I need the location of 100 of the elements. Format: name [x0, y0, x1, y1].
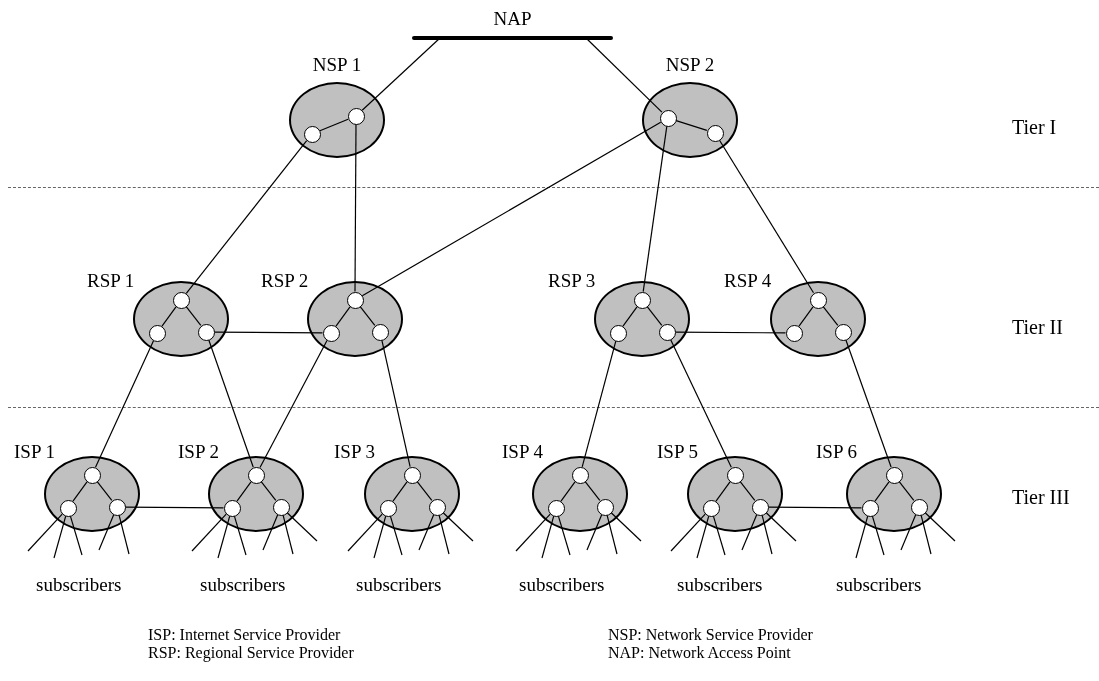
link-line — [124, 506, 225, 509]
subscriber-line — [373, 515, 387, 559]
node-label: NSP 2 — [664, 54, 716, 76]
router-circle — [658, 323, 676, 341]
link-line — [161, 306, 177, 327]
link-line — [260, 481, 277, 501]
node-label: RSP 1 — [87, 270, 135, 292]
link-line — [898, 481, 915, 501]
subscriber-line — [442, 512, 474, 542]
link-line — [874, 481, 890, 502]
abbreviation-note: NSP: Network Service Provider — [608, 626, 813, 645]
subscriber-line — [610, 512, 642, 542]
router-circle — [706, 124, 724, 142]
subscriber-line — [98, 514, 115, 551]
subscribers-label: subscribers — [36, 574, 122, 596]
subscriber-line — [920, 514, 932, 555]
link-line — [94, 340, 155, 468]
link-line — [718, 139, 815, 294]
subscriber-line — [871, 515, 885, 556]
link-line — [361, 37, 441, 111]
router-circle — [403, 466, 421, 484]
link-line — [715, 481, 731, 502]
router-circle — [247, 466, 265, 484]
router-circle — [272, 498, 290, 516]
link-line — [392, 481, 408, 502]
subscriber-line — [217, 515, 231, 559]
link-line — [354, 123, 357, 293]
router-circle — [148, 324, 166, 342]
router-circle — [83, 466, 101, 484]
link-line — [319, 118, 349, 132]
router-circle — [885, 466, 903, 484]
subscribers-label: subscribers — [356, 574, 442, 596]
router-circle — [223, 499, 241, 517]
router-circle — [571, 466, 589, 484]
subscriber-line — [761, 514, 773, 555]
link-line — [674, 331, 787, 334]
link-line — [646, 306, 663, 326]
link-line — [845, 339, 892, 468]
node-label: ISP 3 — [334, 441, 375, 463]
subscriber-line — [191, 513, 227, 552]
subscriber-line — [924, 512, 956, 542]
subscriber-line — [418, 514, 435, 551]
router-circle — [659, 109, 677, 127]
subscriber-line — [515, 513, 551, 552]
router-circle — [428, 498, 446, 516]
router-circle — [197, 323, 215, 341]
router-circle — [702, 499, 720, 517]
subscribers-label: subscribers — [200, 574, 286, 596]
subscriber-line — [586, 514, 603, 551]
subscriber-line — [118, 514, 130, 555]
subscriber-line — [286, 512, 318, 542]
link-line — [416, 481, 433, 501]
node-label: NAP — [492, 8, 533, 30]
node-label: ISP 4 — [502, 441, 543, 463]
node-label: ISP 5 — [657, 441, 698, 463]
subscriber-line — [233, 515, 247, 556]
subscribers-label: subscribers — [836, 574, 922, 596]
abbreviation-note: NAP: Network Access Point — [608, 644, 791, 663]
link-line — [670, 339, 732, 468]
node-label: ISP 2 — [178, 441, 219, 463]
router-circle — [751, 498, 769, 516]
subscriber-line — [282, 514, 294, 555]
router-circle — [347, 107, 365, 125]
link-line — [96, 481, 113, 501]
abbreviation-note: ISP: Internet Service Provider — [148, 626, 341, 645]
router-circle — [59, 499, 77, 517]
subscriber-line — [765, 512, 797, 542]
router-circle — [322, 324, 340, 342]
tier-label: Tier II — [1012, 316, 1063, 339]
router-circle — [834, 323, 852, 341]
node-label: NSP 1 — [311, 54, 363, 76]
node-label: ISP 1 — [14, 441, 55, 463]
router-circle — [726, 466, 744, 484]
link-line — [361, 121, 662, 297]
subscriber-line — [389, 515, 403, 556]
link-line — [622, 306, 638, 327]
router-circle — [547, 499, 565, 517]
link-line — [560, 481, 576, 502]
link-line — [208, 339, 254, 468]
subscriber-line — [712, 515, 726, 556]
link-line — [259, 339, 328, 469]
link-line — [381, 339, 411, 468]
subscriber-line — [262, 514, 279, 551]
router-circle — [346, 291, 364, 309]
subscriber-line — [606, 514, 618, 555]
router-circle — [809, 291, 827, 309]
subscriber-line — [27, 513, 63, 552]
router-circle — [379, 499, 397, 517]
node-label: RSP 4 — [724, 270, 772, 292]
link-line — [822, 306, 839, 326]
link-line — [675, 120, 708, 131]
subscriber-line — [53, 515, 67, 559]
link-line — [642, 125, 668, 293]
router-circle — [633, 291, 651, 309]
router-circle — [910, 498, 928, 516]
node-label: ISP 6 — [816, 441, 857, 463]
subscriber-line — [696, 515, 710, 559]
subscribers-label: subscribers — [519, 574, 605, 596]
link-line — [739, 481, 756, 501]
router-circle — [596, 498, 614, 516]
